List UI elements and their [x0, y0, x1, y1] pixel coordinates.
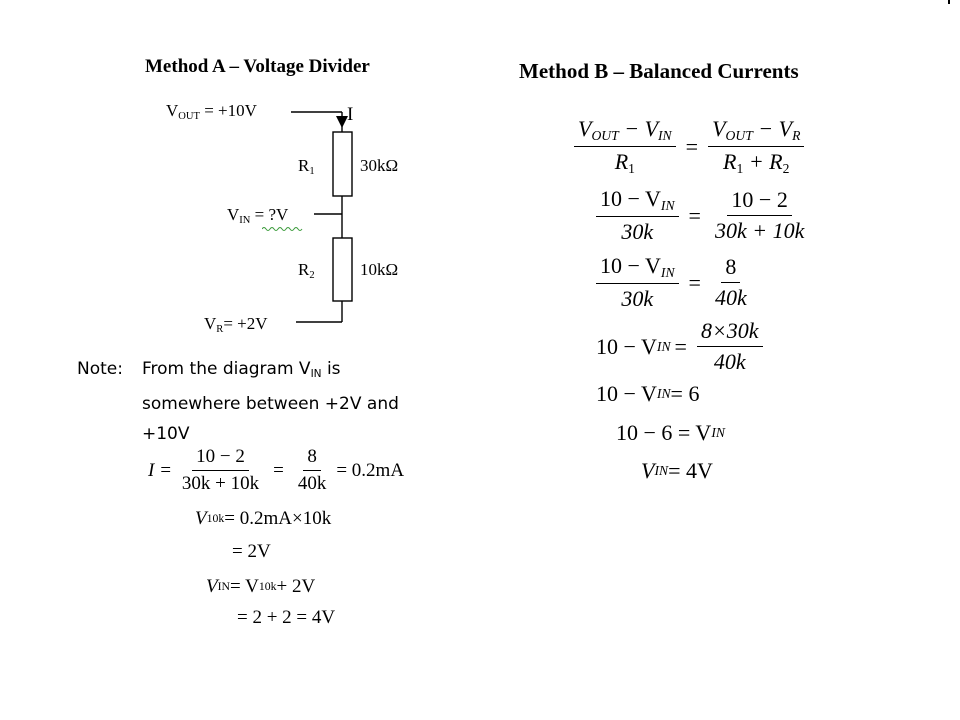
current-arrow-icon — [336, 116, 348, 128]
r2-value: 10kΩ — [360, 260, 399, 279]
method-a-title: Method A – Voltage Divider — [145, 56, 370, 77]
method-b-title: Method B – Balanced Currents — [519, 59, 799, 83]
eq-b-step-2: 10 − VIN 30k = 10 − 2 30k + 10k — [590, 186, 814, 245]
vout-label: VOUT = +10V — [166, 101, 257, 123]
note-text: From the diagram VIN is somewhere betwee… — [142, 354, 399, 449]
eq-b-step-1: VOUT − VIN R1 = VOUT − VR R1 + R2 — [568, 116, 810, 177]
r2-label: R2 — [298, 260, 315, 282]
spellcheck-squiggle — [262, 227, 303, 231]
note-line-3: +10V — [142, 424, 190, 445]
r1-label: R1 — [298, 156, 315, 178]
eq-b-step-3: 10 − VIN 30k = 8 40k — [590, 253, 757, 312]
current-label: I — [347, 104, 354, 125]
resistor-r2 — [332, 237, 353, 302]
eq-v10k-result: = 2V — [232, 541, 271, 562]
note-line-2: somewhere between +2V and — [142, 394, 399, 415]
r1-value: 30kΩ — [360, 156, 399, 175]
eq-vin-result: = 2 + 2 = 4V — [237, 607, 336, 628]
vr-label: VR= +2V — [204, 314, 268, 336]
note-line-1: From the diagram VIN is — [142, 359, 341, 381]
corner-mark — [948, 0, 950, 4]
resistor-r1 — [332, 131, 353, 197]
note-prefix: Note: — [77, 359, 123, 379]
vin-label: VIN = ?V — [227, 205, 289, 227]
